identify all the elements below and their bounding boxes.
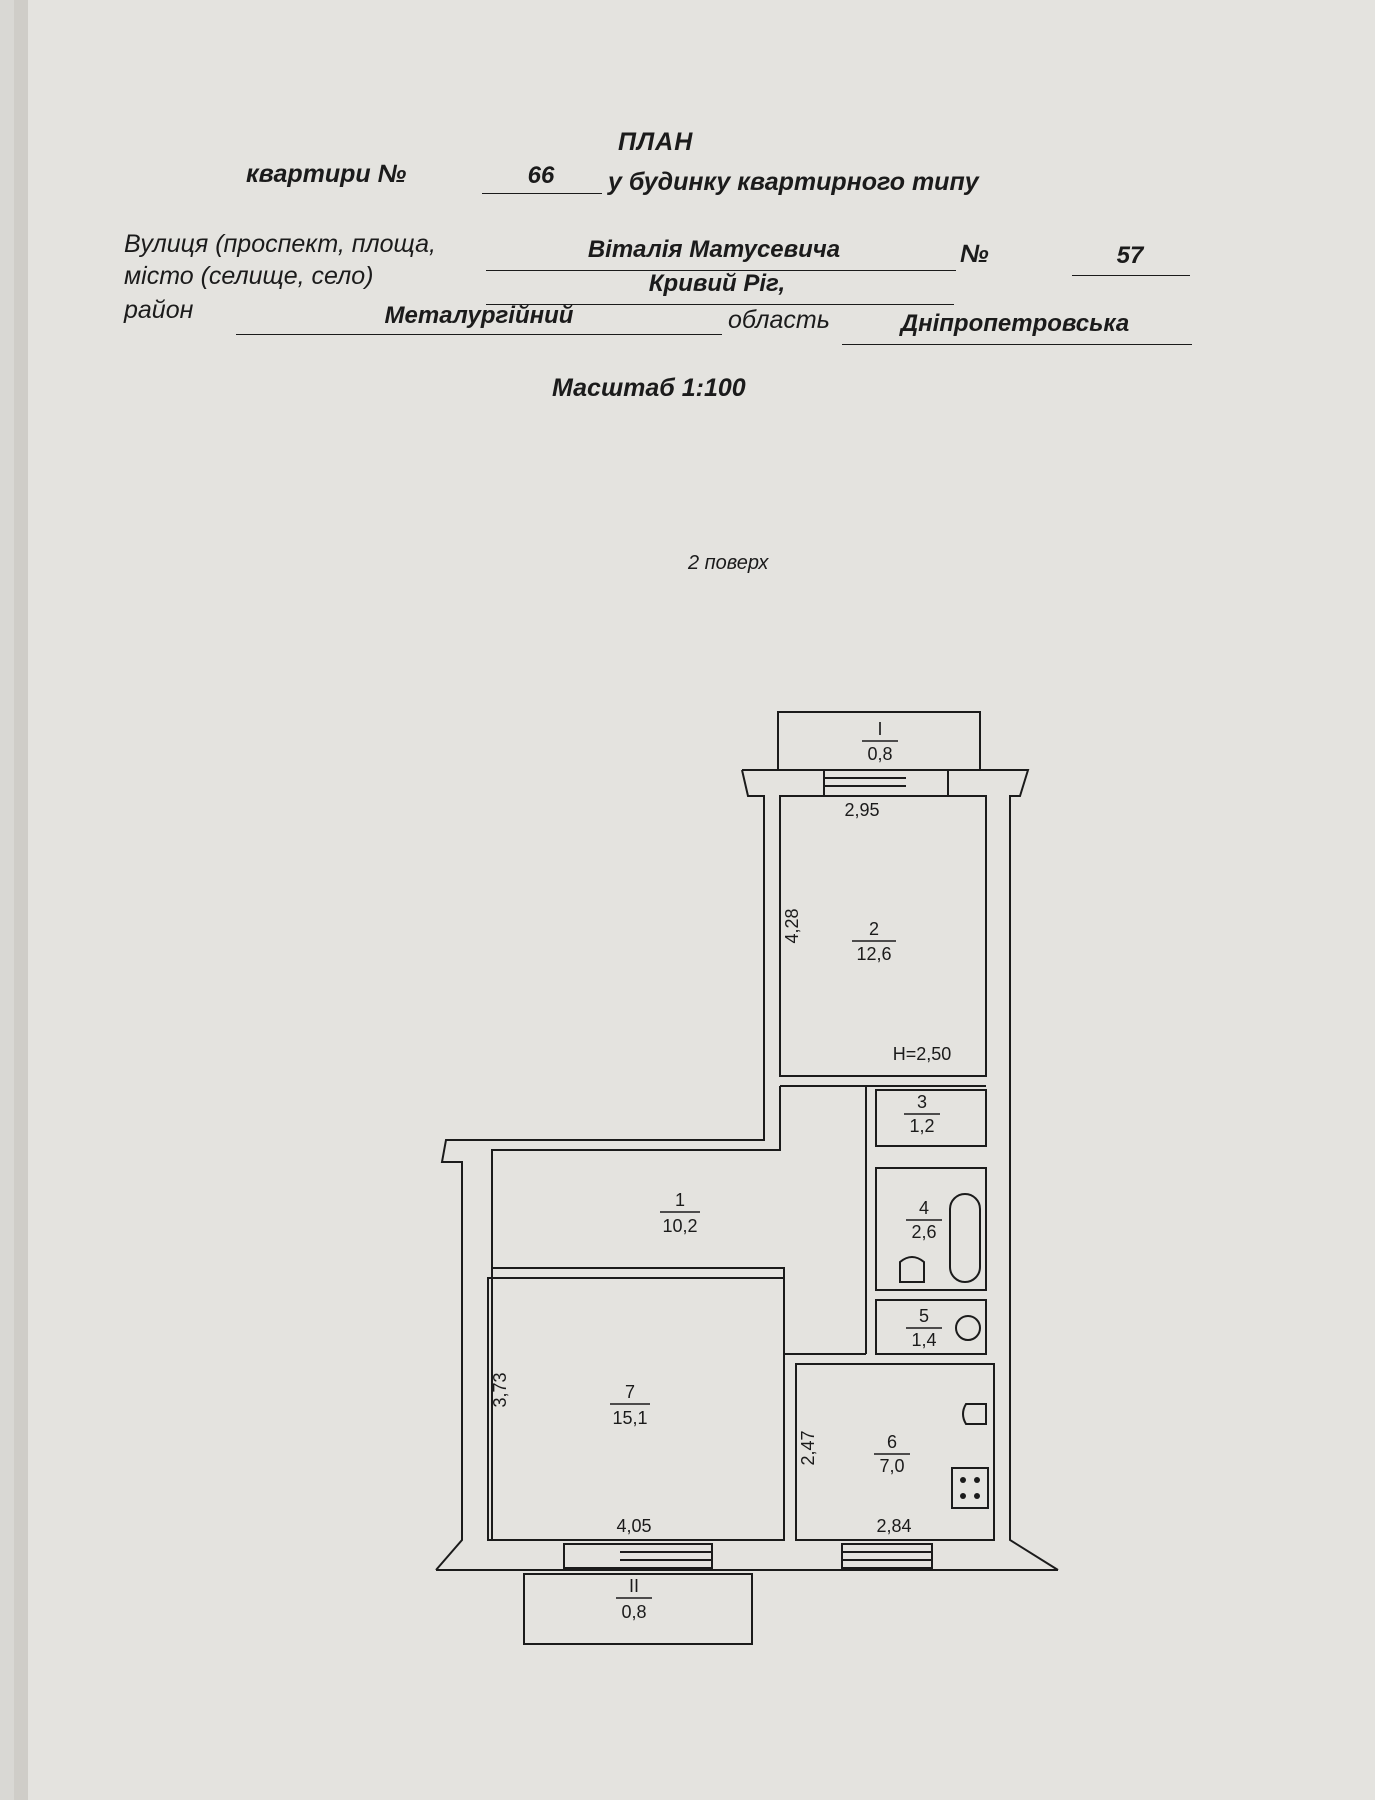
apartment-label: квартири № xyxy=(246,160,407,188)
region-label: область xyxy=(728,306,830,334)
apartment-number-underline xyxy=(482,193,602,194)
dim-room7-length: 3,73 xyxy=(490,1372,510,1407)
dim-room6-length: 2,47 xyxy=(798,1430,818,1465)
paper-edge xyxy=(14,0,30,1800)
city-underline xyxy=(486,304,954,305)
room-6-num: 6 xyxy=(887,1432,897,1452)
district-underline xyxy=(236,334,722,335)
city-value: Кривий Ріг, xyxy=(648,270,786,297)
balcony-top-num: I xyxy=(877,719,882,739)
dim-ceiling-height: Н=2,50 xyxy=(893,1044,952,1064)
room-3-area: 1,2 xyxy=(909,1116,934,1136)
room-5-area: 1,4 xyxy=(911,1330,936,1350)
kitchen-sink-icon xyxy=(962,1403,987,1425)
room-2-outline xyxy=(779,795,987,1077)
city-label: місто (селище, село) xyxy=(124,262,374,290)
house-number: 57 xyxy=(1116,242,1144,269)
outer-wall-left xyxy=(435,769,765,1571)
house-label: № xyxy=(960,240,989,268)
room-1-area: 10,2 xyxy=(662,1216,697,1236)
room-1-num: 1 xyxy=(675,1190,685,1210)
dim-room2-length: 4,28 xyxy=(782,908,802,943)
district-label: район xyxy=(124,296,194,324)
room-4-area: 2,6 xyxy=(911,1222,936,1242)
room-7-num: 7 xyxy=(625,1382,635,1402)
sink-icon xyxy=(899,1256,925,1283)
stove-icon xyxy=(951,1467,989,1509)
room-4-outline xyxy=(875,1167,987,1291)
room-2-area: 12,6 xyxy=(856,944,891,964)
balcony-bottom-num: II xyxy=(629,1576,639,1596)
house-number-underline xyxy=(1072,275,1190,276)
room-6-area: 7,0 xyxy=(879,1456,904,1476)
room-3-num: 3 xyxy=(917,1092,927,1112)
balcony-bottom-area: 0,8 xyxy=(621,1602,646,1622)
dim-room2-width: 2,95 xyxy=(844,800,879,820)
scale-label: Масштаб 1:100 xyxy=(552,374,746,402)
street-label: Вулиця (проспект, площа, xyxy=(124,230,436,258)
district-value: Металургійний xyxy=(384,302,574,329)
dim-room6-width: 2,84 xyxy=(876,1516,911,1536)
room-5-num: 5 xyxy=(919,1306,929,1326)
room-4-num: 4 xyxy=(919,1198,929,1218)
balcony-top-area: 0,8 xyxy=(867,744,892,764)
room-7-area: 15,1 xyxy=(612,1408,647,1428)
document-title: ПЛАН xyxy=(618,128,694,156)
dim-room7-width: 4,05 xyxy=(616,1516,651,1536)
floor-label: 2 поверх xyxy=(688,552,769,574)
balcony-bottom xyxy=(523,1573,753,1645)
room-5-outline xyxy=(875,1299,987,1355)
room-6-outline xyxy=(795,1363,995,1541)
street-value: Віталія Матусевича xyxy=(587,236,841,263)
room-2-num: 2 xyxy=(869,919,879,939)
region-underline xyxy=(842,344,1192,345)
bathtub-icon xyxy=(949,1193,981,1283)
toilet-icon xyxy=(955,1315,981,1341)
building-type: у будинку квартирного типу xyxy=(608,168,979,196)
street-underline xyxy=(486,270,956,271)
region-value: Дніпропетровська xyxy=(900,310,1130,337)
document-page xyxy=(28,0,1375,1800)
room-3-outline xyxy=(875,1089,987,1147)
apartment-number: 66 xyxy=(527,162,555,189)
outer-wall-right xyxy=(742,769,1059,1571)
room-7-outline xyxy=(487,1277,785,1541)
